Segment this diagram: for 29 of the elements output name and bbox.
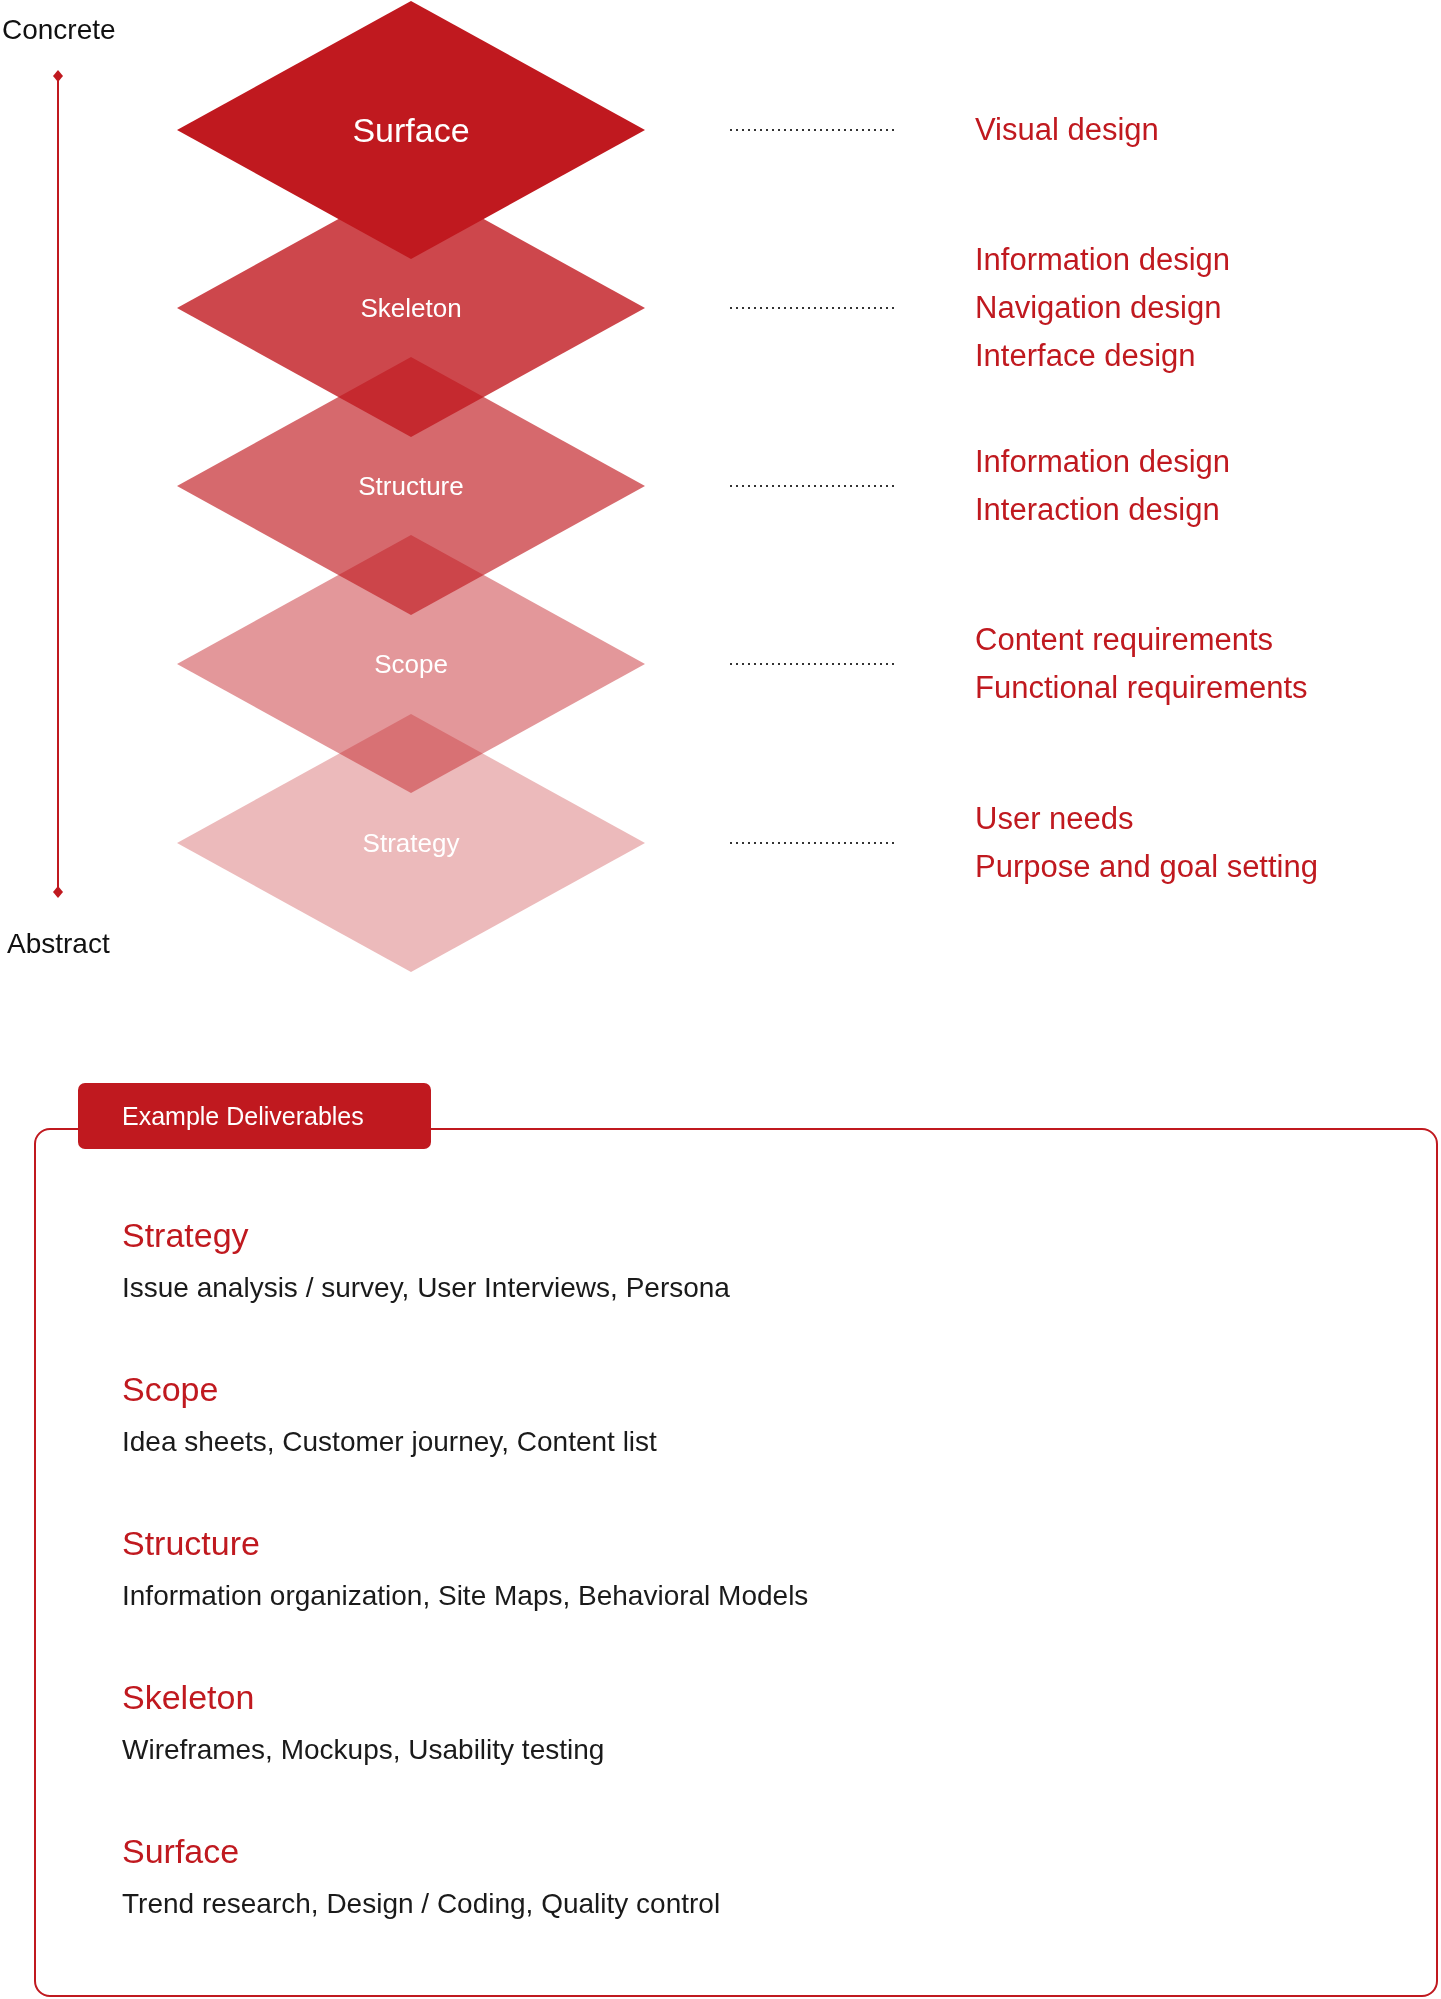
layer-label: Scope: [374, 648, 448, 680]
axis-label: Concrete: [2, 14, 116, 46]
design-activity: Navigation design: [975, 289, 1223, 327]
section-heading: Surface: [122, 1832, 240, 1871]
design-activity: Functional requirements: [975, 669, 1309, 707]
design-activity: Information design: [975, 241, 1232, 279]
design-activity: Interaction design: [975, 491, 1221, 529]
tab-label: Example Deliverables: [78, 1083, 431, 1149]
layer-label: Surface: [352, 110, 470, 150]
section-text: Wireframes, Mockups, Usability testing: [122, 1734, 605, 1766]
design-activity: Purpose and goal setting: [975, 848, 1319, 886]
section-heading: Scope: [122, 1370, 219, 1409]
section-heading: Strategy: [122, 1216, 249, 1255]
layer-label: Strategy: [362, 827, 460, 859]
section-text: Information organization, Site Maps, Behavioral Models: [122, 1580, 809, 1612]
section-text: Issue analysis / survey, User Interviews, Persona: [122, 1272, 730, 1304]
axis-label: Abstract: [7, 928, 110, 960]
design-activity: User needs: [975, 800, 1135, 838]
design-activity: Information design: [975, 443, 1232, 481]
section-text: Idea sheets, Customer journey, Content list: [122, 1426, 657, 1458]
design-activity: Visual design: [975, 111, 1160, 149]
layer-label: Structure: [358, 470, 464, 502]
panel-border: [34, 1128, 1438, 1997]
layer-label: Skeleton: [360, 292, 462, 324]
design-activity: Interface design: [975, 337, 1197, 375]
design-activity: Content requirements: [975, 621, 1275, 659]
section-text: Trend research, Design / Coding, Quality control: [122, 1888, 721, 1920]
section-heading: Structure: [122, 1524, 260, 1563]
section-heading: Skeleton: [122, 1678, 255, 1717]
